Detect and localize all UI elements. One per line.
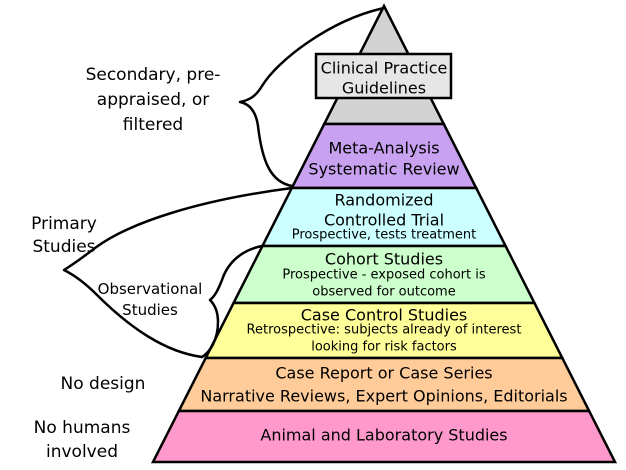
side-labels: Secondary, pre-appraised, or filteredPrim… — [31, 65, 220, 462]
side-label-primary: Studies — [32, 237, 95, 257]
guidelines-label: Guidelines — [342, 79, 426, 98]
brace-secondary — [238, 6, 386, 188]
tier-case-control-detail: looking for risk factors — [311, 340, 457, 355]
side-label-observational: Studies — [122, 301, 178, 319]
tier-case-report-label: Case Report or Case Series — [275, 364, 492, 383]
side-label-no-humans: involved — [46, 442, 118, 462]
brace-observational — [200, 244, 264, 359]
guidelines-label: Clinical Practice — [321, 59, 448, 78]
tier-rct-label: Randomized — [334, 191, 433, 210]
side-label-secondary: filtered — [123, 115, 183, 135]
tier-rct-detail: Prospective, tests treatment — [292, 228, 477, 243]
tier-meta-analysis-label: Meta-Analysis — [328, 139, 439, 158]
side-label-no-design: No design — [61, 374, 146, 394]
tier-rct-label: Controlled Trial — [324, 211, 444, 230]
brace-primary — [62, 186, 294, 359]
guidelines-box — [314, 52, 453, 100]
side-label-primary: Primary — [31, 214, 97, 234]
side-label-no-humans: No humans — [34, 418, 131, 438]
tier-animal-lab-label: Animal and Laboratory Studies — [260, 426, 507, 445]
side-label-secondary: appraised, or — [97, 90, 209, 110]
tier-case-report-label: Narrative Reviews, Expert Opinions, Edit… — [200, 387, 567, 406]
side-label-observational: Observational — [98, 280, 203, 298]
tier-cohort-detail: observed for outcome — [312, 285, 455, 300]
tier-cohort-label: Cohort Studies — [325, 250, 443, 269]
tier-meta-analysis-label: Systematic Review — [308, 160, 459, 179]
tier-cohort-detail: Prospective - exposed cohort is — [282, 268, 485, 283]
tier-case-control-label: Case Control Studies — [301, 306, 468, 325]
tier-case-control-detail: Retrospective: subjects already of inter… — [247, 323, 522, 338]
side-label-secondary: Secondary, pre- — [86, 65, 221, 85]
tier-animal-lab — [150, 409, 618, 464]
braces — [62, 6, 386, 359]
